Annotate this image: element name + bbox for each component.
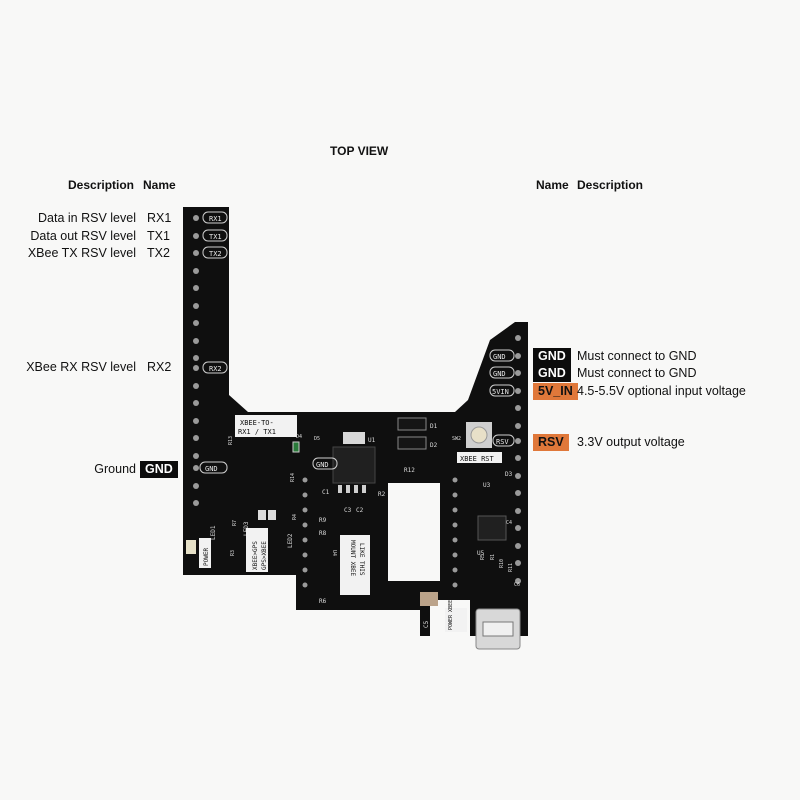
- pin-rx1-description: Data in RSV level: [38, 211, 136, 225]
- board-label-c2: C2: [356, 507, 364, 514]
- board-label-mount: MOUNT XBEE: [349, 540, 356, 577]
- board-label-r10: R10: [499, 559, 505, 568]
- board-label-r2: R2: [378, 491, 386, 498]
- board-label-d4: D4: [296, 434, 302, 440]
- pin-rx2-description: XBee RX RSV level: [26, 360, 136, 374]
- board-label-rx1-tx1: RX1 / TX1: [238, 428, 276, 436]
- pin-gnd-left-description: Ground: [94, 462, 136, 476]
- board-label-tx1: TX1: [209, 233, 222, 241]
- board-label-power: POWER: [203, 548, 210, 566]
- board-label-r11: R11: [508, 563, 514, 572]
- board-label-u4: U4: [331, 550, 337, 556]
- board-label-xbee-to: XBEE-TO-: [240, 419, 274, 427]
- board-label-r3: R3: [230, 550, 236, 556]
- pin-rx2-name: RX2: [147, 360, 172, 374]
- page-title: TOP VIEW: [330, 144, 389, 158]
- pin-rsv-description: 3.3V output voltage: [577, 435, 685, 449]
- board-label-r9: R9: [319, 517, 327, 524]
- pcb-board: [183, 207, 528, 636]
- board-label-led2: LED2: [287, 533, 294, 548]
- board-label-u5: U5: [477, 550, 485, 557]
- board-label-rx2: RX2: [209, 365, 222, 373]
- board-label-d1: D1: [430, 423, 438, 430]
- board-label-u1: U1: [368, 437, 376, 444]
- pin-rx1-name: RX1: [147, 211, 172, 225]
- board-label-r6: R6: [319, 598, 327, 605]
- board-label-rx1: RX1: [209, 215, 222, 223]
- board-label-gnd-left: GND: [205, 465, 218, 473]
- pin-gnd-1-tag: GND: [533, 348, 571, 365]
- board-label-svin: 5VIN: [492, 388, 509, 396]
- xbee-header-left: [302, 477, 308, 588]
- board-label-gnd-r1: GND: [493, 353, 506, 361]
- board-label-r7: R7: [232, 520, 238, 526]
- board-label-d5: D5: [314, 436, 320, 442]
- right-header-pins: [515, 335, 521, 584]
- board-label-r5: R5: [480, 554, 486, 560]
- left-header-description: Description: [68, 178, 135, 192]
- right-header-description: Description: [577, 178, 644, 192]
- board-label-gnd-r2: GND: [493, 370, 506, 378]
- board-label-r4: R4: [292, 514, 298, 520]
- pin-tx1-description: Data out RSV level: [30, 229, 136, 243]
- board-label-c3: C3: [344, 507, 352, 514]
- pin-rsv-tag: RSV: [533, 434, 569, 451]
- board-label-d3: D3: [505, 471, 513, 478]
- pin-gnd-1-description: Must connect to GND: [577, 349, 697, 363]
- board-label-r14: R14: [290, 473, 296, 482]
- board-label-tx2: TX2: [209, 250, 222, 258]
- board-label-c4: C4: [506, 520, 512, 526]
- board-label-c6: C6: [514, 582, 520, 588]
- board-label-xbee-gps: XBEE>GPS: [252, 541, 259, 570]
- board-label-r12: R12: [404, 467, 415, 474]
- board-label-u3: U3: [483, 482, 491, 489]
- board-label-r1: R1: [490, 554, 496, 560]
- board-label-rsv: RSV: [496, 438, 509, 446]
- pin-tx2-description: XBee TX RSV level: [27, 246, 136, 260]
- board-label-r13: R13: [228, 436, 234, 445]
- board-label-led1: LED1: [210, 525, 217, 540]
- pin-5v-in-tag: 5V_IN: [533, 383, 578, 400]
- pin-tx1-name: TX1: [147, 229, 170, 243]
- pin-tx2-name: TX2: [147, 246, 170, 260]
- pin-gnd-left-tag: GND: [140, 461, 178, 478]
- pin-gnd-2-description: Must connect to GND: [577, 366, 697, 380]
- board-label-gnd-mid: GND: [316, 461, 329, 469]
- board-label-c1: C1: [322, 489, 330, 496]
- right-header-name: Name: [536, 178, 569, 192]
- left-header-name: Name: [143, 178, 176, 192]
- board-label-d2: D2: [430, 442, 438, 449]
- board-label-c5: C5: [423, 620, 430, 628]
- xbee-cutout: [388, 483, 440, 581]
- pin-5v-in-description: 4.5-5.5V optional input voltage: [577, 384, 746, 398]
- board-label-like: LIKE THIS: [358, 543, 365, 576]
- xbee-header-right: [452, 477, 458, 588]
- board-label-sw2: SW2: [452, 436, 461, 442]
- pin-gnd-2-tag: GND: [533, 365, 571, 382]
- board-label-power-xbee: POWER XBEE: [448, 600, 454, 630]
- board-label-gps-xbee: GPS>XBEE: [261, 541, 268, 570]
- board-label-xbee-rst: XBEE RST: [460, 455, 495, 463]
- board-label-r8: R8: [319, 530, 327, 537]
- left-header-pins: [193, 215, 199, 506]
